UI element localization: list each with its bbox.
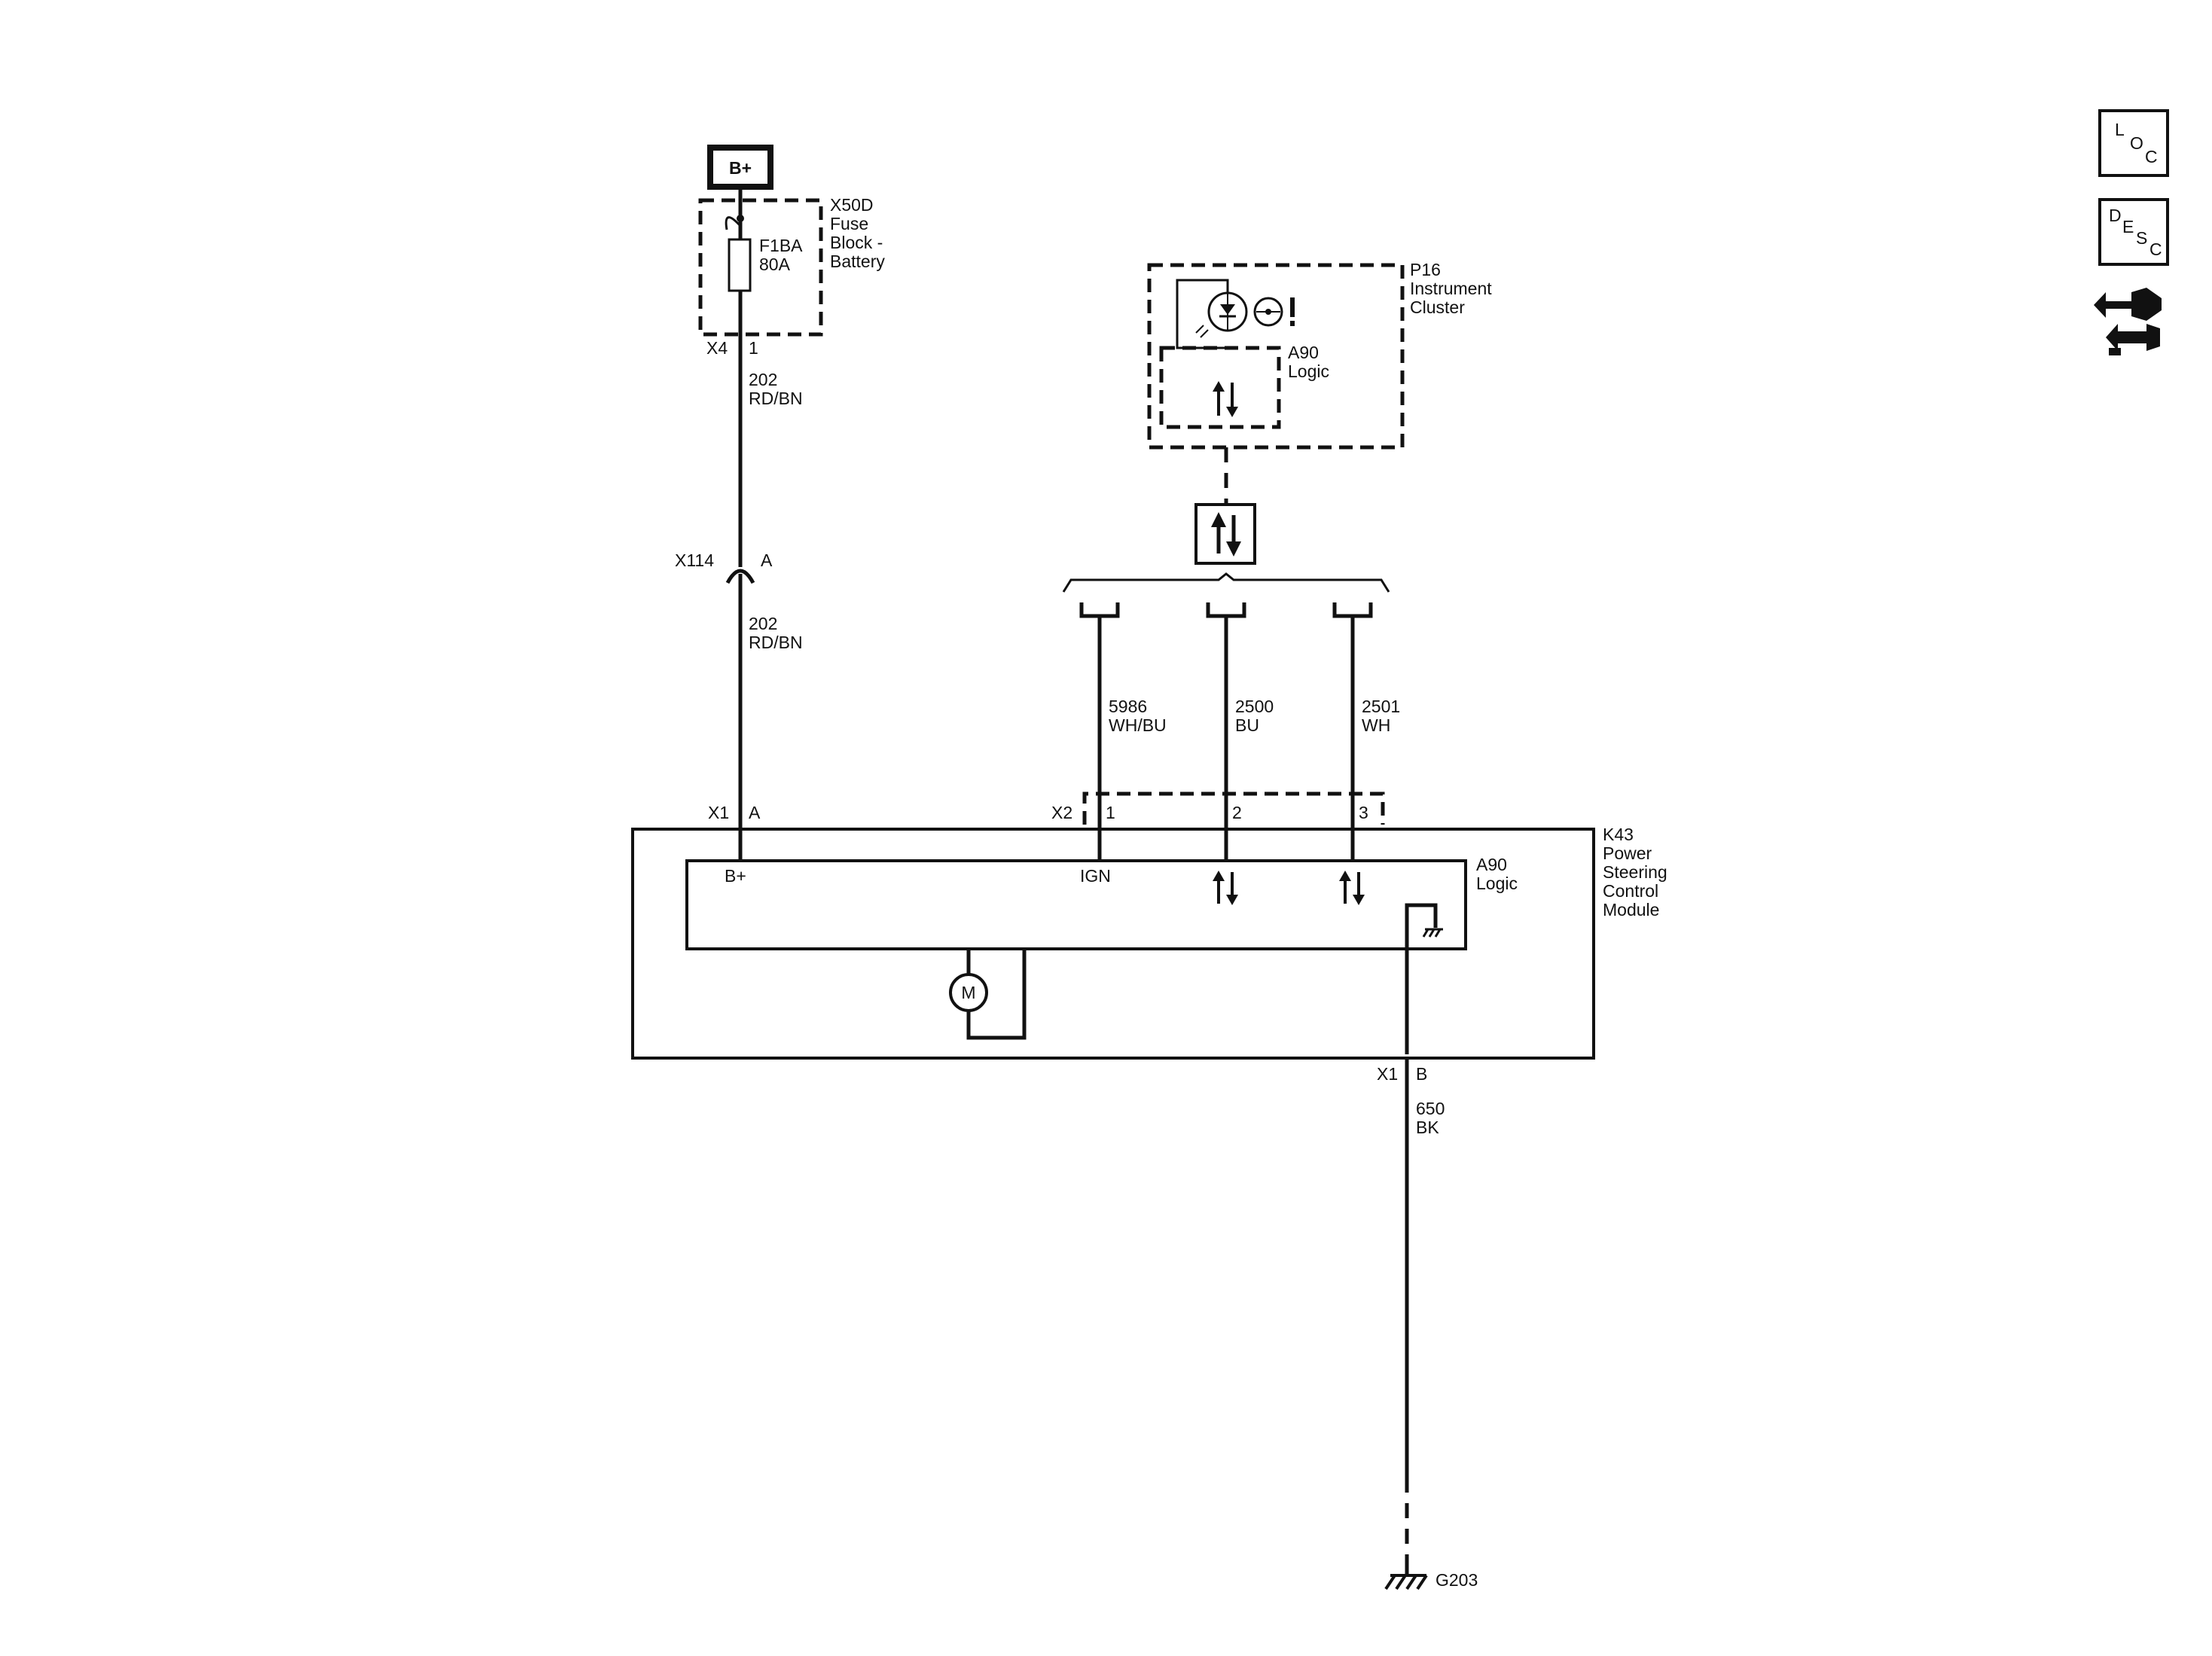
- serial-data-box: [1194, 503, 1256, 565]
- pscm-line2: Steering: [1603, 862, 1667, 882]
- x2-pin-2: 2: [1232, 803, 1242, 822]
- fuse-block-connector: X4: [706, 338, 728, 358]
- wire-202-lower: 202 RD/BN: [738, 602, 803, 862]
- wire-5986-circuit: 5986: [1109, 697, 1147, 716]
- motor-label: M: [961, 983, 975, 1002]
- serial-data-bus: [1062, 572, 1390, 618]
- loc-letter-2: O: [2130, 133, 2143, 153]
- motor-icon: M: [949, 973, 988, 1012]
- wire-2500-circuit: 2500: [1235, 697, 1274, 716]
- fuse-name: F1BA: [759, 236, 803, 255]
- internal-ground-line: [1405, 903, 1438, 1054]
- pscm-logic-box: [685, 859, 1467, 950]
- pscm-logic-id: A90: [1476, 855, 1507, 874]
- wire-2500-color: BU: [1235, 715, 1259, 735]
- x2-pin-1: 1: [1106, 803, 1115, 822]
- battery-terminal: B+: [707, 145, 773, 190]
- connector-plug-icon[interactable]: [2094, 288, 2162, 355]
- fuse-block-id: X50D: [830, 195, 874, 215]
- wire-2501-circuit: 2501: [1362, 697, 1400, 716]
- ground-wire-650: 650 BK: [1405, 1058, 1445, 1566]
- wire-202-lower-color: RD/BN: [749, 633, 803, 652]
- serial-data-arrows-icon: [1211, 512, 1241, 557]
- x2-connector-outline: [1082, 791, 1385, 825]
- instrument-cluster-id: P16: [1410, 260, 1441, 279]
- loc-letter-1: L: [2115, 120, 2125, 139]
- fuse-icon: [728, 238, 752, 292]
- power-steering-control-module: K43 Power Steering Control Module X1 A X…: [631, 791, 1667, 1084]
- exclamation-icon: [1290, 297, 1295, 326]
- data-wire-5986: 5986 WH/BU: [1097, 616, 1167, 862]
- desc-button[interactable]: D E S C: [2098, 198, 2169, 266]
- instrument-cluster-line2: Cluster: [1410, 297, 1465, 317]
- chassis-ground-icon: [1422, 928, 1443, 938]
- b-plus-input-label: B+: [725, 866, 746, 886]
- instrument-cluster: P16 Instrument Cluster A90 Logic: [1147, 260, 1492, 450]
- desc-letter-3: S: [2136, 228, 2147, 248]
- x1b-connector: X1: [1377, 1064, 1398, 1084]
- inline-connector-x114: X114 A: [675, 550, 773, 602]
- data-wire-2501: 2501 WH: [1350, 616, 1400, 862]
- cluster-logic-id: A90: [1288, 343, 1319, 362]
- desc-letter-4: C: [2149, 239, 2162, 259]
- ign-input-label: IGN: [1080, 866, 1111, 886]
- ground-wire-circuit: 650: [1416, 1099, 1445, 1118]
- battery-label: B+: [729, 158, 752, 178]
- data-arrows-icon: [1213, 381, 1238, 417]
- fuse-block-line3: Battery: [830, 252, 885, 271]
- pscm-line4: Module: [1603, 900, 1659, 919]
- wire-202-upper-circuit: 202: [749, 370, 777, 389]
- loc-letter-3: C: [2145, 147, 2158, 166]
- steering-wheel-icon: [1253, 297, 1283, 327]
- data-arrows-icon: [1213, 871, 1238, 905]
- data-wire-2500: 2500 BU: [1224, 616, 1274, 862]
- inline-connector-id: X114: [675, 550, 714, 570]
- pscm-id: K43: [1603, 825, 1634, 844]
- fuse-block-line2: Block -: [830, 233, 883, 252]
- desc-letter-2: E: [2122, 217, 2134, 236]
- pscm-line1: Power: [1603, 843, 1652, 863]
- wire-202-lower-circuit: 202: [749, 614, 777, 633]
- x1b-pin: B: [1416, 1064, 1427, 1084]
- ground-symbol-icon: [1384, 1574, 1428, 1590]
- wire-202-upper: 202 RD/BN: [738, 334, 803, 567]
- x1-pin-a: A: [749, 803, 761, 822]
- x2-connector: X2: [1051, 803, 1072, 822]
- inline-connector-pin: A: [761, 550, 773, 570]
- wire-5986-color: WH/BU: [1109, 715, 1167, 735]
- fuse-block-pin: 1: [749, 338, 758, 358]
- fuse-rating: 80A: [759, 255, 791, 274]
- ground-g203: G203: [1384, 1566, 1478, 1590]
- x2-pin-3: 3: [1359, 803, 1368, 822]
- data-arrows-icon: [1339, 871, 1365, 905]
- ground-id: G203: [1436, 1570, 1478, 1590]
- ground-wire-color: BK: [1416, 1118, 1439, 1137]
- desc-letter-1: D: [2109, 206, 2122, 225]
- cluster-logic-label: Logic: [1288, 361, 1329, 381]
- pscm-line3: Control: [1603, 881, 1658, 901]
- wire-202-upper-color: RD/BN: [749, 389, 803, 408]
- warning-lamp-icon: [1176, 279, 1248, 349]
- fuse-block-line1: Fuse: [830, 214, 868, 233]
- instrument-cluster-line1: Instrument: [1410, 279, 1492, 298]
- wire-2501-color: WH: [1362, 715, 1390, 735]
- x1-connector: X1: [708, 803, 729, 822]
- pscm-logic-label: Logic: [1476, 874, 1518, 893]
- loc-button[interactable]: L O C: [2098, 109, 2169, 177]
- fuse-block: F1BA 80A X50D Fuse Block - Battery X4 1: [698, 187, 885, 358]
